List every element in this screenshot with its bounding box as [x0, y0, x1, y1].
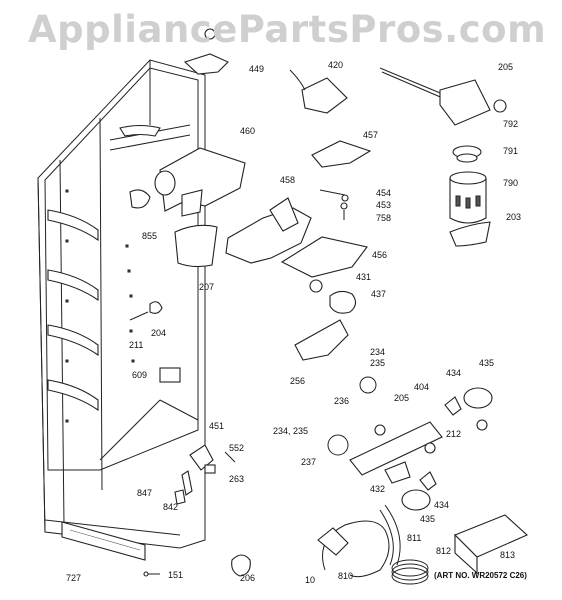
label-792: 792 [503, 119, 519, 129]
label-456: 456 [372, 250, 388, 260]
label-842: 842 [163, 502, 179, 512]
part-434-socket [444, 396, 462, 416]
label-609: 609 [132, 370, 148, 380]
label-203: 203 [506, 212, 522, 222]
label-790: 790 [503, 178, 519, 188]
part-420-switch [301, 77, 348, 114]
part-792-filter-housing [439, 79, 491, 126]
label-847: 847 [137, 488, 153, 498]
part-855-damper [129, 189, 151, 209]
part-256-cover [294, 319, 349, 361]
label-234: 234 [370, 347, 386, 357]
label-449: 449 [249, 64, 265, 74]
label-207: 207 [199, 282, 215, 292]
part-435-bulb [463, 387, 493, 409]
label-460: 460 [240, 126, 256, 136]
label-432: 432 [370, 484, 386, 494]
water-line [379, 67, 446, 96]
label-810: 810 [338, 571, 354, 581]
part-812-tubing [391, 559, 429, 577]
label-212: 212 [446, 429, 462, 439]
label-451: 451 [209, 421, 225, 431]
label-812: 812 [436, 546, 452, 556]
part-432-bracket [384, 461, 411, 484]
label-434-top: 434 [446, 368, 462, 378]
label-457: 457 [363, 130, 379, 140]
label-420: 420 [328, 60, 344, 70]
art-number: (ART NO. WR20572 C26) [434, 571, 527, 580]
label-151: 151 [168, 570, 184, 580]
part-203-cover [449, 221, 491, 247]
label-435-top: 435 [479, 358, 495, 368]
label-404: 404 [414, 382, 430, 392]
part-437-bulb [329, 290, 357, 314]
label-434-lower: 434 [434, 500, 450, 510]
label-431: 431 [356, 272, 372, 282]
label-435-lower: 435 [420, 514, 436, 524]
label-205-lower: 205 [394, 393, 410, 403]
part-609-switch [159, 367, 181, 383]
part-431-socket [309, 279, 323, 293]
label-727: 727 [66, 573, 82, 583]
label-758: 758 [376, 213, 392, 223]
part-460-duct [159, 147, 246, 212]
part-451-bracket [189, 444, 214, 471]
label-211: 211 [129, 340, 144, 350]
part-236-clip [359, 376, 377, 394]
label-10: 10 [305, 575, 316, 585]
label-855: 855 [142, 231, 158, 241]
part-847-spring [181, 470, 193, 496]
label-235: 235 [370, 358, 386, 368]
label-811: 811 [407, 533, 422, 543]
watermark-logo: AppliancePartsPros.com [28, 8, 547, 51]
part-204-knob [149, 301, 163, 314]
part-212-grommet [476, 419, 488, 431]
label-791: 791 [503, 146, 519, 156]
part-404-tube [349, 421, 443, 476]
label-236: 236 [334, 396, 350, 406]
label-437: 437 [371, 289, 387, 299]
label-234-235: 234, 235 [273, 426, 309, 436]
cabinet-drawing [37, 59, 206, 561]
label-454: 454 [376, 188, 392, 198]
label-204: 204 [151, 328, 167, 338]
part-449-bracket [183, 53, 229, 75]
label-263: 263 [229, 474, 245, 484]
label-458: 458 [280, 175, 296, 185]
label-813: 813 [500, 550, 516, 560]
label-237: 237 [301, 457, 317, 467]
label-552: 552 [229, 443, 245, 453]
part-457-insulation [311, 140, 372, 168]
part-205-plug [493, 99, 507, 113]
label-205: 205 [498, 62, 514, 72]
part-456-tray [280, 236, 368, 278]
part-206-knob [231, 554, 251, 577]
label-256: 256 [290, 376, 306, 386]
label-206: 206 [240, 573, 256, 583]
label-453: 453 [376, 200, 392, 210]
part-207-cover [174, 224, 218, 268]
part-237-clip [327, 434, 349, 456]
